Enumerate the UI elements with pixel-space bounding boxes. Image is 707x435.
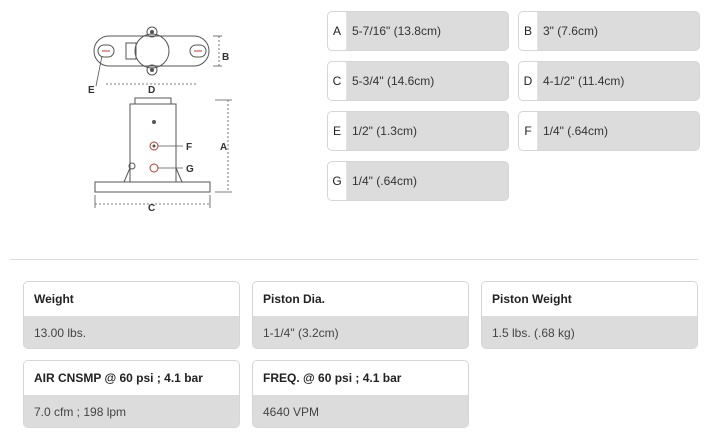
- spec-value: 4640 VPM: [253, 395, 468, 427]
- dimension-card-a: A 5-7/16" (13.8cm): [327, 11, 509, 51]
- mounting-drawing: B D E F G A: [88, 26, 232, 214]
- label-e: E: [88, 85, 95, 96]
- dimension-value: 4-1/2" (11.4cm): [543, 74, 625, 88]
- spec-value: 1-1/4" (3.2cm): [253, 316, 468, 348]
- dimension-card-c: C 5-3/4" (14.6cm): [327, 61, 509, 101]
- section-divider: [10, 259, 698, 260]
- label-a: A: [220, 142, 227, 153]
- label-f: F: [186, 142, 192, 153]
- dimension-card-b: B 3" (7.6cm): [518, 11, 700, 51]
- dimension-key: C: [328, 62, 347, 100]
- label-d: D: [148, 85, 155, 96]
- spec-value: 1.5 lbs. (.68 kg): [482, 316, 697, 348]
- spec-value: 13.00 lbs.: [24, 316, 239, 348]
- spec-label: Weight: [24, 282, 239, 316]
- dimension-value: 1/4" (.64cm): [543, 124, 608, 138]
- dimension-key: D: [519, 62, 538, 100]
- dimension-value: 5-3/4" (14.6cm): [352, 74, 435, 88]
- spec-label: Piston Dia.: [253, 282, 468, 316]
- spec-card-weight: Weight 13.00 lbs.: [23, 281, 240, 349]
- dimension-card-g: G 1/4" (.64cm): [327, 161, 509, 201]
- dimension-key: B: [519, 12, 538, 50]
- label-g: G: [186, 164, 194, 175]
- spec-value: 7.0 cfm ; 198 lpm: [24, 395, 239, 427]
- spec-card-piston-dia: Piston Dia. 1-1/4" (3.2cm): [252, 281, 469, 349]
- dimension-value: 3" (7.6cm): [543, 24, 598, 38]
- spec-label: FREQ. @ 60 psi ; 4.1 bar: [253, 361, 468, 395]
- dimension-value: 1/4" (.64cm): [352, 174, 417, 188]
- spec-label: AIR CNSMP @ 60 psi ; 4.1 bar: [24, 361, 239, 395]
- dimension-card-d: D 4-1/2" (11.4cm): [518, 61, 700, 101]
- dimension-card-f: F 1/4" (.64cm): [518, 111, 700, 151]
- label-b: B: [222, 52, 229, 63]
- dimension-key: G: [328, 162, 347, 200]
- label-c: C: [148, 203, 155, 214]
- dimension-value: 5-7/16" (13.8cm): [352, 24, 441, 38]
- dimension-key: E: [328, 112, 347, 150]
- dimension-diagram: B D E F G A: [80, 18, 255, 218]
- spec-label: Piston Weight: [482, 282, 697, 316]
- dimension-key: F: [519, 112, 538, 150]
- spec-card-air-consumption: AIR CNSMP @ 60 psi ; 4.1 bar 7.0 cfm ; 1…: [23, 360, 240, 428]
- dimension-key: A: [328, 12, 347, 50]
- spec-card-piston-weight: Piston Weight 1.5 lbs. (.68 kg): [481, 281, 698, 349]
- dimension-card-e: E 1/2" (1.3cm): [327, 111, 509, 151]
- spec-card-frequency: FREQ. @ 60 psi ; 4.1 bar 4640 VPM: [252, 360, 469, 428]
- dimension-value: 1/2" (1.3cm): [352, 124, 417, 138]
